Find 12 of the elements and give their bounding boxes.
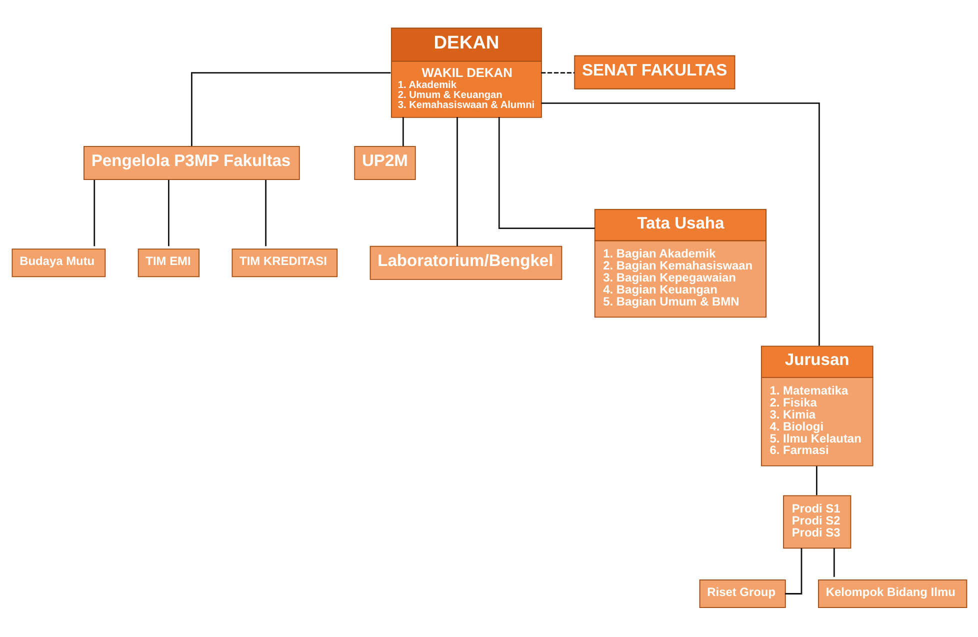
connector: [541, 102, 820, 346]
connector: [498, 116, 595, 229]
connector: [191, 72, 391, 146]
connector: [816, 466, 818, 495]
connector: [833, 547, 835, 576]
connector: [784, 547, 802, 594]
connector: [402, 116, 404, 146]
connector: [94, 179, 96, 246]
connector: [168, 179, 170, 246]
connector: [265, 179, 266, 246]
connector: [456, 116, 458, 246]
connector: [541, 72, 575, 73]
